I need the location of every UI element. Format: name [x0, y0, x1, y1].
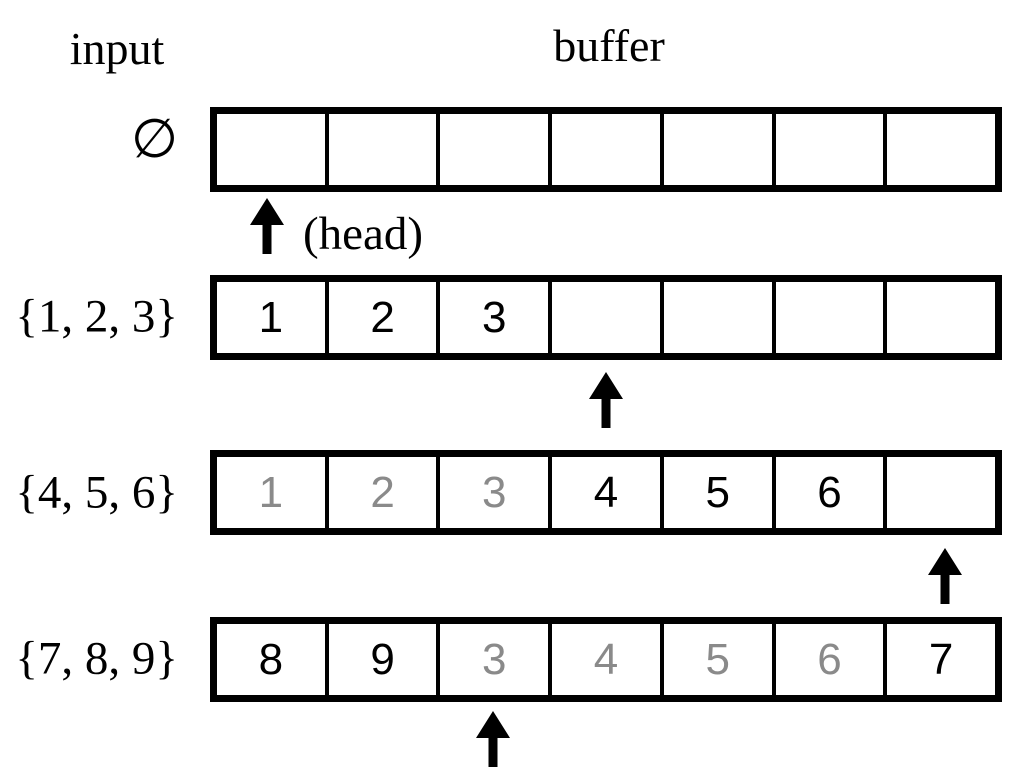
- buffer-cell: [887, 457, 995, 528]
- buffer-cell: [776, 282, 888, 353]
- buffer-cell-stale: 1: [217, 457, 329, 528]
- head-pointer-label: (head): [303, 208, 424, 260]
- buffer-cell-stale: 3: [440, 457, 553, 528]
- head-pointer-arrow: [249, 198, 284, 254]
- buffer-cell: 1: [217, 282, 329, 353]
- buffer-cell: 9: [329, 624, 441, 695]
- input-set-label: {4, 5, 6}: [15, 466, 178, 519]
- buffer-cell: [329, 114, 441, 185]
- buffer-cell: 2: [329, 282, 441, 353]
- input-set-label: ∅: [130, 107, 178, 170]
- head-pointer-arrow: [475, 711, 510, 767]
- buffer-cell-stale: 3: [440, 624, 553, 695]
- head-pointer-arrow: [589, 372, 623, 428]
- input-column-header: input: [69, 23, 165, 74]
- buffer-cell: [664, 282, 776, 353]
- buffer-cell: 7: [928, 634, 954, 684]
- input-set-label: {7, 8, 9}: [15, 632, 178, 685]
- buffer-cell: [776, 114, 888, 185]
- buffer-cell: 4: [552, 457, 664, 528]
- buffer-cell: 8: [217, 624, 329, 695]
- buffer-cell-stale: 4: [552, 624, 664, 695]
- buffer-cell: [887, 282, 995, 353]
- buffer-cell-stale: 6: [776, 624, 888, 695]
- buffer-cell: [552, 114, 664, 185]
- buffer-cell: 6: [776, 457, 888, 528]
- buffer-cell-stale: 5: [664, 624, 776, 695]
- buffer-cell: [552, 282, 664, 353]
- buffer-column-header: buffer: [553, 20, 665, 71]
- buffer-cell-stale: 2: [329, 457, 441, 528]
- buffer-cell: [887, 114, 995, 185]
- head-pointer-arrow: [928, 548, 963, 604]
- buffer-cell: [664, 114, 776, 185]
- buffer-box: [210, 107, 1002, 192]
- buffer-cell: 3: [440, 282, 553, 353]
- input-set-label: {1, 2, 3}: [15, 290, 178, 343]
- buffer-cell: [217, 114, 329, 185]
- buffer-cell: [440, 114, 553, 185]
- buffer-cell: 5: [664, 457, 776, 528]
